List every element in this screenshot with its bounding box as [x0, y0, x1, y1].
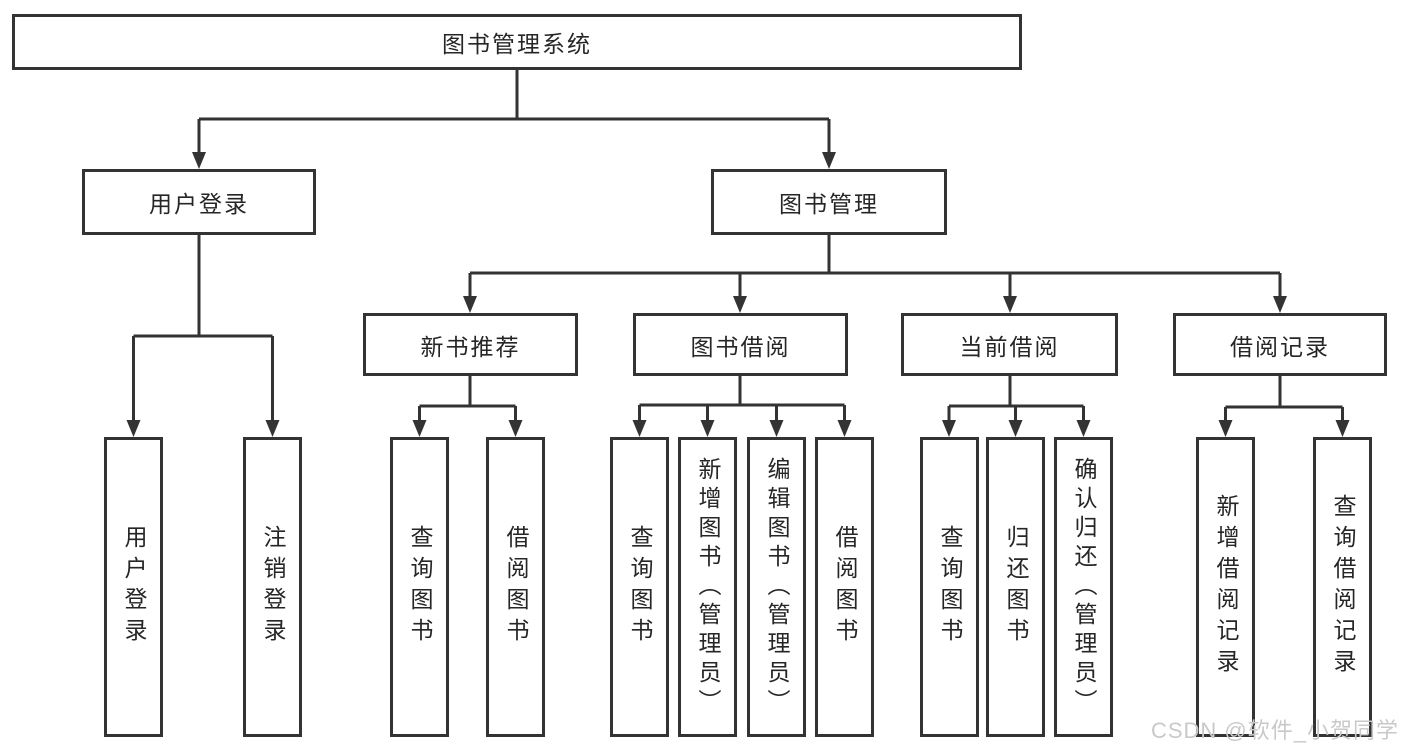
leaf-borrow-book-recommend: 借阅图书	[486, 437, 545, 737]
node-current-borrow-label: 当前借阅	[959, 333, 1060, 360]
node-borrow-records: 借阅记录	[1173, 313, 1387, 376]
node-new-book-recommend: 新书推荐	[363, 313, 578, 376]
leaf-query-book-borrow-label: 查询图书	[627, 525, 653, 649]
node-book-management: 图书管理	[711, 169, 947, 235]
leaf-query-borrow-record: 查询借阅记录	[1313, 437, 1372, 737]
leaf-query-book-current: 查询图书	[920, 437, 979, 737]
leaf-edit-book-admin: 编辑图书（管理员）	[747, 437, 806, 737]
leaf-confirm-return-admin-label: 确认归还（管理员）	[1071, 456, 1097, 718]
connector-root	[192, 70, 836, 169]
node-root-label: 图书管理系统	[442, 31, 592, 57]
leaf-logout: 注销登录	[243, 437, 302, 737]
leaf-edit-book-admin-label: 编辑图书（管理员）	[764, 456, 790, 718]
leaf-add-borrow-record: 新增借阅记录	[1196, 437, 1255, 737]
leaf-add-book-admin: 新增图书（管理员）	[678, 437, 737, 737]
leaf-return-book-label: 归还图书	[1003, 525, 1029, 649]
connector-current-borrow	[942, 376, 1091, 437]
leaf-query-borrow-record-label: 查询借阅记录	[1330, 494, 1356, 680]
connector-user-login	[126, 235, 280, 437]
connector-book-management	[463, 235, 1287, 313]
node-current-borrow: 当前借阅	[901, 313, 1118, 376]
node-borrow-records-label: 借阅记录	[1230, 333, 1330, 360]
leaf-logout-label: 注销登录	[260, 525, 286, 649]
connector-new-book-recommend	[412, 376, 523, 437]
node-book-borrow-label: 图书借阅	[690, 333, 791, 360]
leaf-borrow-book-recommend-label: 借阅图书	[503, 525, 529, 649]
connector-book-borrow	[632, 376, 852, 437]
node-new-book-recommend-label: 新书推荐	[420, 333, 521, 360]
node-book-borrow: 图书借阅	[633, 313, 848, 376]
leaf-query-book-recommend-label: 查询图书	[407, 525, 433, 649]
leaf-borrow-book-label: 借阅图书	[832, 525, 858, 649]
node-root: 图书管理系统	[12, 14, 1022, 70]
node-user-login: 用户登录	[82, 169, 316, 235]
leaf-borrow-book: 借阅图书	[815, 437, 874, 737]
leaf-user-login: 用户登录	[104, 437, 163, 737]
leaf-query-book-borrow: 查询图书	[610, 437, 669, 737]
leaf-query-book-current-label: 查询图书	[937, 525, 963, 649]
node-user-login-label: 用户登录	[149, 191, 249, 217]
leaf-user-login-label: 用户登录	[121, 525, 147, 649]
leaf-query-book-recommend: 查询图书	[390, 437, 449, 737]
node-book-management-label: 图书管理	[779, 191, 879, 217]
csdn-watermark: CSDN @软件_小贺同学	[1150, 718, 1399, 743]
leaf-add-borrow-record-label: 新增借阅记录	[1213, 494, 1239, 680]
leaf-add-book-admin-label: 新增图书（管理员）	[695, 456, 721, 718]
connector-borrow-records	[1218, 376, 1350, 437]
leaf-return-book: 归还图书	[986, 437, 1045, 737]
leaf-confirm-return-admin: 确认归还（管理员）	[1054, 437, 1113, 737]
